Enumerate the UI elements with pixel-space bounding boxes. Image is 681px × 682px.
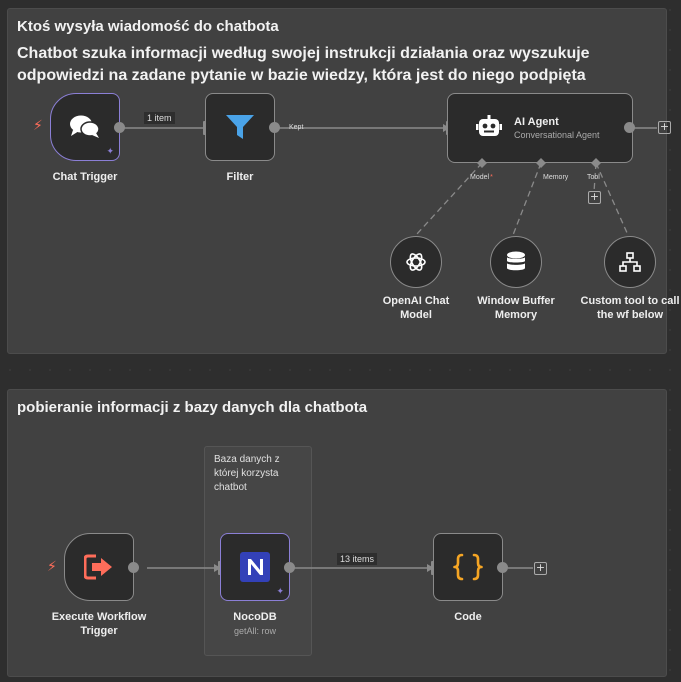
node-sublabel: Conversational Agent xyxy=(514,130,600,140)
node-label: Custom tool to call the wf below xyxy=(580,295,680,321)
ai-agent-node[interactable]: AI Agent Conversational Agent xyxy=(447,93,633,163)
database-icon xyxy=(507,251,525,271)
sticky-text: Baza danych z której korzysta chatbot xyxy=(214,454,280,493)
pin-icon: ✦ xyxy=(106,147,114,157)
node-label: Window Buffer Memory xyxy=(477,295,555,321)
output-handle[interactable] xyxy=(114,122,125,133)
node-sublabel: getAll: row xyxy=(233,626,277,636)
robot-icon xyxy=(476,115,502,136)
add-tool-button[interactable]: + xyxy=(588,190,601,204)
execute-workflow-trigger-node[interactable] xyxy=(64,533,134,601)
node-label: Execute Workflow Trigger xyxy=(51,611,147,637)
trigger-bolt-icon: ⚡ xyxy=(33,118,43,134)
node-label: AI Agent xyxy=(514,116,559,128)
port-label-model: Model* xyxy=(470,174,493,181)
port-label-tool: Tool xyxy=(587,174,600,181)
add-node-button[interactable]: + xyxy=(534,561,547,575)
node-label: Filter xyxy=(226,171,254,183)
memory-port-diamond[interactable] xyxy=(536,158,546,168)
funnel-icon xyxy=(226,115,254,139)
output-handle[interactable] xyxy=(284,562,295,573)
nocodb-icon xyxy=(240,552,270,582)
code-node[interactable] xyxy=(433,533,503,601)
connection-item-count: 13 items xyxy=(337,553,378,565)
output-handle[interactable] xyxy=(624,122,635,133)
sitemap-icon xyxy=(619,252,641,272)
add-node-button[interactable]: + xyxy=(658,120,671,134)
output-handle[interactable] xyxy=(269,122,280,133)
connection-item-count: 1 item xyxy=(144,112,175,124)
output-handle[interactable] xyxy=(128,562,139,573)
required-marker: * xyxy=(490,174,493,181)
node-label: OpenAI Chat Model xyxy=(382,295,450,321)
agent-text: AI Agent Conversational Agent xyxy=(514,116,600,140)
sticky-note-chat[interactable]: Ktoś wysyła wiadomość do chatbota Chatbo… xyxy=(7,8,667,354)
node-label: Code xyxy=(454,611,482,623)
output-handle[interactable] xyxy=(497,562,508,573)
openai-chat-model-node[interactable] xyxy=(390,236,442,288)
sticky-title: pobieranie informacji z bazy danych dla … xyxy=(17,399,368,416)
trigger-bolt-icon: ⚡ xyxy=(47,559,57,575)
node-label: NocoDB xyxy=(233,611,277,623)
model-port-diamond[interactable] xyxy=(477,158,487,168)
chat-bubbles-icon xyxy=(70,115,100,138)
port-label-model-text: Model xyxy=(470,174,490,181)
chat-trigger-node[interactable]: ✦ xyxy=(50,93,120,161)
node-label: Chat Trigger xyxy=(52,171,118,183)
output-kept-label: Kept xyxy=(289,124,304,131)
nocodb-node[interactable]: ✦ xyxy=(220,533,290,601)
port-label-memory: Memory xyxy=(543,174,569,181)
sticky-title: Ktoś wysyła wiadomość do chatbota xyxy=(17,18,279,35)
sign-in-icon xyxy=(84,554,112,580)
openai-icon xyxy=(406,253,426,271)
custom-tool-node[interactable] xyxy=(604,236,656,288)
filter-node[interactable] xyxy=(205,93,275,161)
braces-icon xyxy=(453,553,483,581)
tool-port-diamond[interactable] xyxy=(591,158,601,168)
window-buffer-memory-node[interactable] xyxy=(490,236,542,288)
pin-icon: ✦ xyxy=(276,587,284,597)
sticky-body: Chatbot szuka informacji według swojej i… xyxy=(17,45,590,84)
